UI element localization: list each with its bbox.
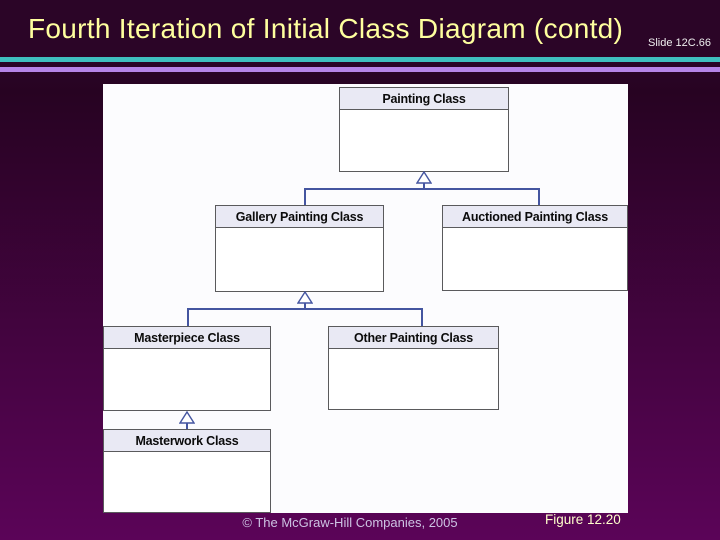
class-box-gallery-painting: Gallery Painting Class bbox=[215, 205, 384, 292]
class-name-label: Gallery Painting Class bbox=[235, 209, 364, 224]
copyright-text: © The McGraw-Hill Companies, 2005 bbox=[242, 515, 458, 530]
purple-divider-rule bbox=[0, 67, 720, 72]
class-box-header: Masterwork Class bbox=[104, 430, 270, 452]
class-box-header: Other Painting Class bbox=[329, 327, 498, 349]
connector-line bbox=[187, 308, 189, 326]
class-box-header: Masterpiece Class bbox=[104, 327, 270, 349]
figure-label: Figure 12.20 bbox=[545, 512, 621, 527]
connector-line bbox=[186, 423, 188, 429]
connector-line bbox=[421, 308, 423, 326]
slide-title: Fourth Iteration of Initial Class Diagra… bbox=[28, 13, 624, 44]
class-box-header: Auctioned Painting Class bbox=[443, 206, 627, 228]
class-name-label: Other Painting Class bbox=[354, 330, 473, 345]
connector-line bbox=[187, 308, 423, 310]
class-name-label: Masterwork Class bbox=[135, 433, 239, 448]
teal-divider-rule bbox=[0, 57, 720, 62]
class-name-label: Painting Class bbox=[382, 91, 466, 106]
connector-line bbox=[538, 188, 540, 205]
connector-line bbox=[304, 303, 306, 310]
class-box-other-painting: Other Painting Class bbox=[328, 326, 499, 410]
class-box-masterpiece: Masterpiece Class bbox=[103, 326, 271, 411]
connector-line bbox=[304, 188, 540, 190]
class-name-label: Auctioned Painting Class bbox=[462, 209, 608, 224]
class-box-painting: Painting Class bbox=[339, 87, 509, 172]
class-box-header: Painting Class bbox=[340, 88, 508, 110]
class-box-header: Gallery Painting Class bbox=[216, 206, 383, 228]
connector-line bbox=[423, 183, 425, 190]
class-box-auctioned-painting: Auctioned Painting Class bbox=[442, 205, 628, 291]
diagram-panel: Painting Class Gallery Painting Class Au… bbox=[103, 84, 628, 513]
class-name-label: Masterpiece Class bbox=[134, 330, 240, 345]
slide-number: Slide 12C.66 bbox=[648, 37, 711, 49]
class-box-masterwork: Masterwork Class bbox=[103, 429, 271, 513]
connector-line bbox=[304, 188, 306, 205]
